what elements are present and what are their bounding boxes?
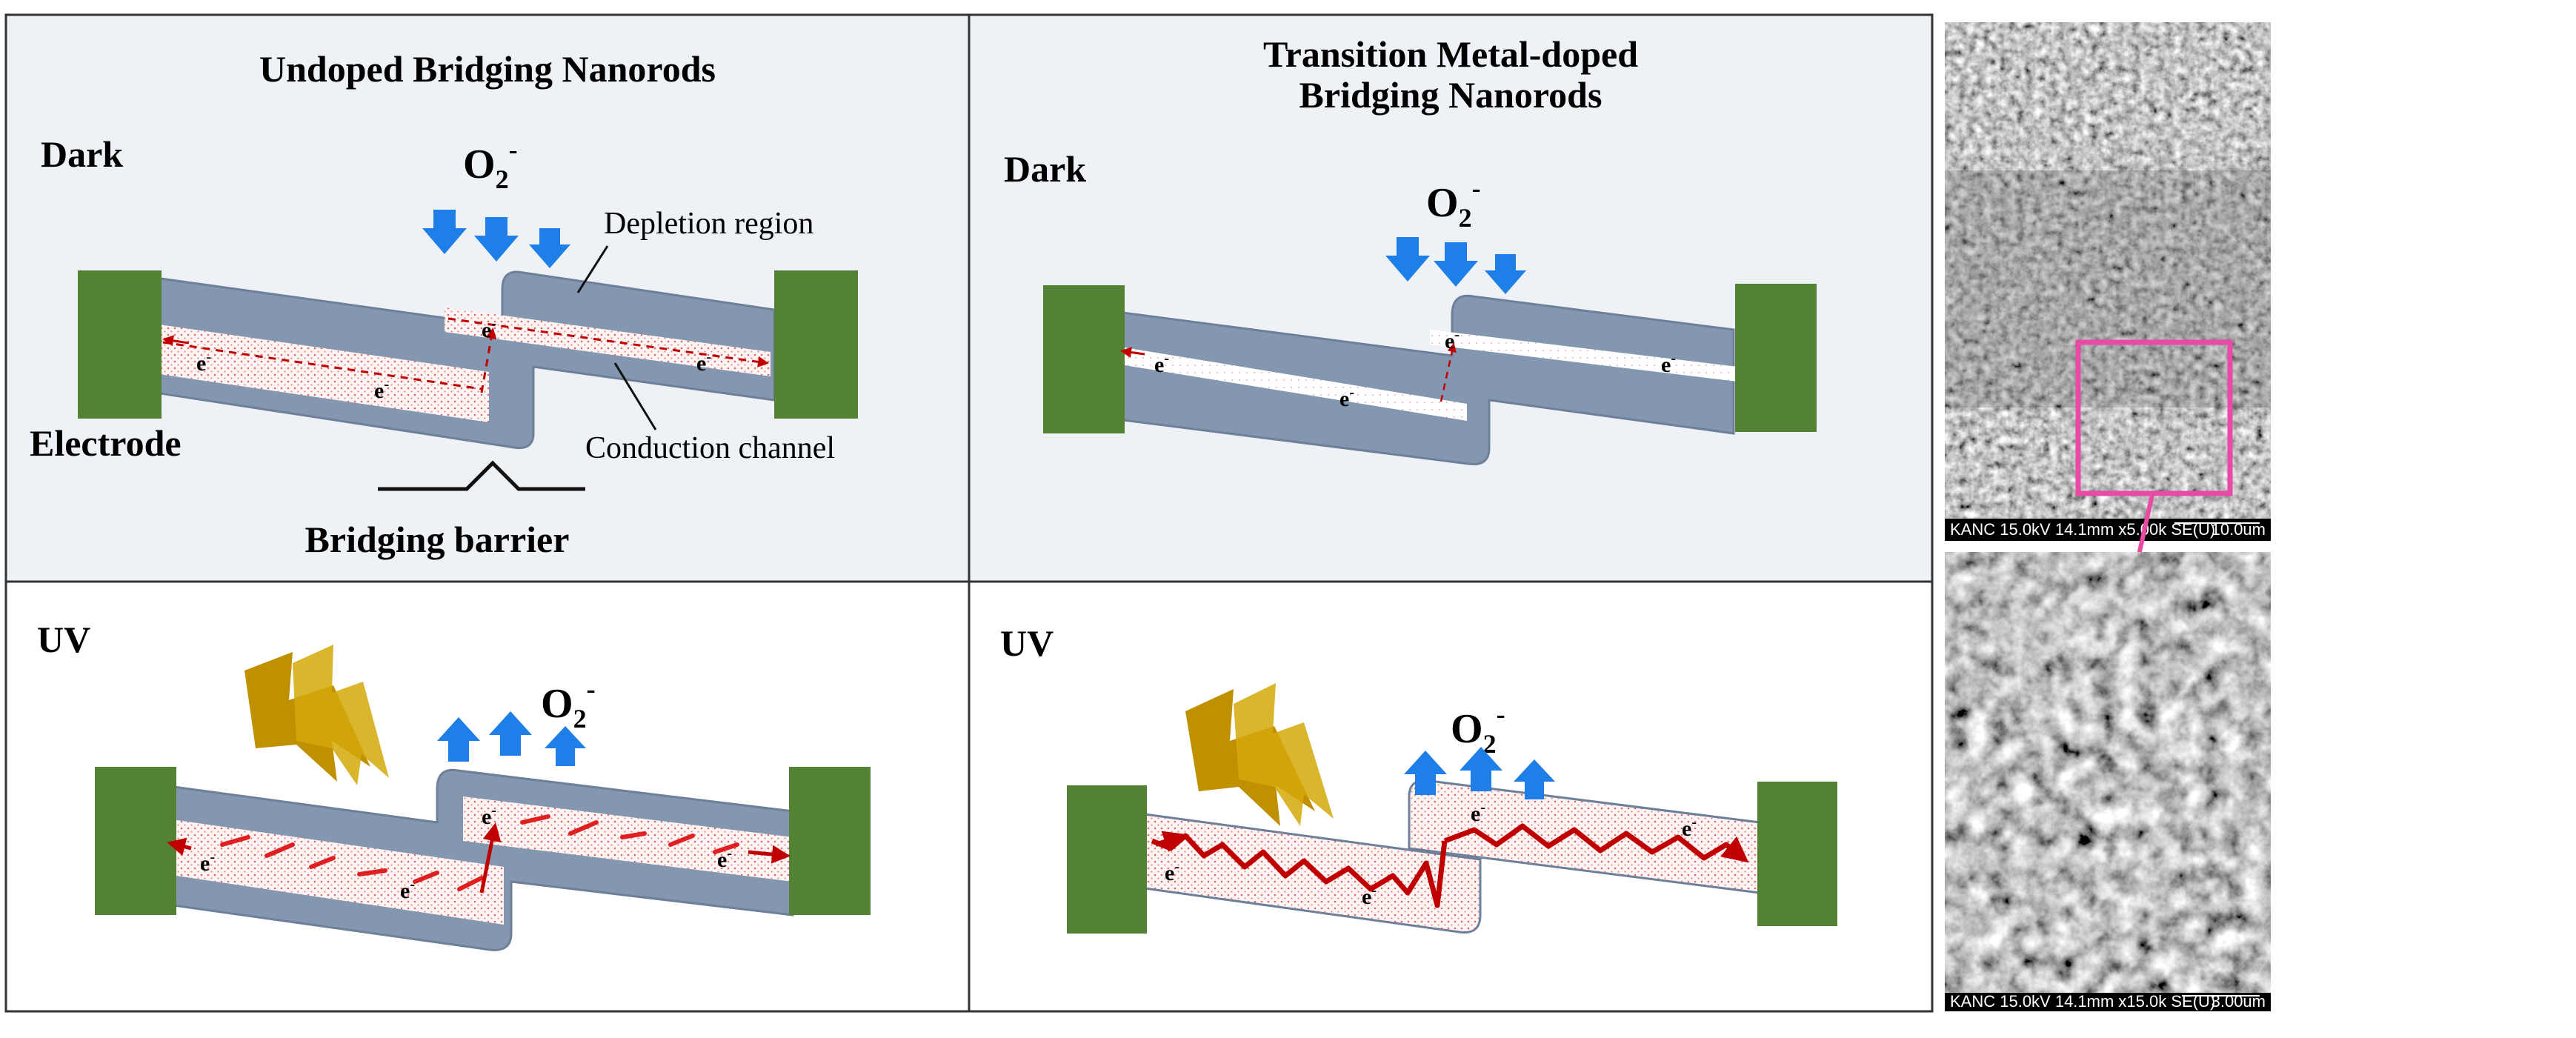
- uv-label-right: UV: [1000, 622, 1054, 664]
- oxygen-label: O2-: [1426, 173, 1481, 233]
- lightning-icon: [293, 645, 389, 785]
- electron-label: e-: [1362, 882, 1377, 909]
- electrode-right: [789, 767, 871, 915]
- dark-label-left: Dark: [41, 133, 123, 175]
- oxygen-label: O2-: [463, 135, 518, 194]
- oxygen-down-arrow: [1485, 254, 1526, 294]
- electron-label: e-: [374, 376, 389, 403]
- electron-path: [220, 814, 739, 891]
- leader-line: [576, 245, 609, 293]
- doped-dark-device: e- e- e- e- O2-: [1043, 173, 1817, 466]
- doped-uv-device: e- e- e- e- O2-: [1067, 683, 1837, 934]
- oxygen-down-arrow: [422, 210, 467, 254]
- electron-label: e-: [1154, 350, 1169, 377]
- electron-label: e-: [1661, 350, 1676, 377]
- sem-image-bottom: KANC 15.0kV 14.1mm x15.0k SE(U) 3.00um: [1945, 552, 2271, 1011]
- electrode-label: Electrode: [30, 422, 182, 464]
- electrode-left: [1043, 285, 1125, 433]
- electrode-left: [1067, 785, 1147, 934]
- oxygen-down-arrow: [1385, 237, 1430, 282]
- sem-bottom-scale: 3.00um: [2211, 992, 2266, 1011]
- oxygen-label: O2-: [1451, 699, 1505, 759]
- electron-path: [1440, 342, 1457, 402]
- lightning-icon: [1234, 683, 1334, 826]
- oxygen-down-arrow: [529, 228, 570, 268]
- oxygen-up-arrow: [545, 726, 586, 766]
- electron-label: e-: [1445, 327, 1460, 353]
- electron-arrow: [1120, 347, 1145, 359]
- electrode-right: [1757, 782, 1837, 926]
- sem-top-info: KANC 15.0kV 14.1mm x5.00k SE(U): [1950, 520, 2215, 539]
- electron-path: [162, 341, 482, 390]
- electrode-left: [78, 270, 162, 419]
- electron-label: e-: [1682, 814, 1697, 841]
- electron-path: [1151, 833, 1448, 908]
- oxygen-down-arrow: [1434, 242, 1478, 287]
- electron-label: e-: [1339, 385, 1354, 411]
- electron-arrow: [748, 845, 791, 864]
- undoped-title: Undoped Bridging Nanorods: [259, 48, 716, 90]
- electrode-right: [774, 270, 858, 419]
- electron-label: e-: [200, 849, 215, 876]
- zoom-highlight-box: [2075, 339, 2233, 496]
- dark-label-right: Dark: [1004, 148, 1086, 190]
- electron-arrow: [167, 837, 192, 856]
- electron-arrow: [1155, 831, 1186, 852]
- electron-path: [480, 327, 497, 393]
- electron-label: e-: [196, 349, 211, 376]
- electron-label: e-: [717, 845, 732, 872]
- electrode-right: [1735, 284, 1817, 432]
- electron-path: [1443, 823, 1749, 863]
- electron-label: e-: [482, 802, 496, 829]
- electron-label: e-: [1471, 799, 1485, 826]
- oxygen-down-arrow: [474, 217, 519, 262]
- conduction-channel: [167, 819, 504, 925]
- undoped-uv-device: e- e- e- e- O2-: [95, 645, 871, 951]
- conduction-channel: [1430, 330, 1737, 382]
- bridging-barrier-symbol: [378, 460, 585, 491]
- undoped-dark-device: e- e- e- e- O2- Depletion region Conduct…: [30, 135, 858, 560]
- uv-label-left: UV: [37, 619, 90, 660]
- conduction-channel: [1120, 347, 1467, 421]
- sem-bottom-info: KANC 15.0kV 14.1mm x15.0k SE(U): [1950, 992, 2215, 1011]
- oxygen-up-arrow: [489, 711, 532, 756]
- electron-label: e-: [696, 349, 711, 376]
- leader-line: [613, 362, 657, 430]
- bridging-barrier-label: Bridging barrier: [305, 519, 570, 560]
- oxygen-up-arrow: [1514, 759, 1555, 799]
- oxygen-label: O2-: [541, 674, 596, 733]
- oxygen-up-arrow: [1460, 747, 1502, 791]
- doped-title-line2: Bridging Nanorods: [1299, 74, 1602, 116]
- electrode-left: [95, 767, 176, 915]
- nanorod-shell: [1110, 294, 1735, 466]
- electron-arrow: [162, 335, 190, 347]
- doped-title-line1: Transition Metal-doped: [1263, 33, 1638, 75]
- conduction-channel: [159, 325, 489, 422]
- sem-image-top: KANC 15.0kV 14.1mm x5.00k SE(U) 10.0um: [1945, 22, 2271, 541]
- electron-label: e-: [1165, 859, 1179, 885]
- oxygen-up-arrow: [1404, 751, 1447, 795]
- oxygen-up-arrow: [437, 717, 480, 762]
- conduction-channel-label: Conduction channel: [585, 431, 835, 465]
- electron-path: [447, 317, 769, 367]
- electron-label: e-: [400, 876, 415, 903]
- depletion-region-label: Depletion region: [604, 207, 813, 241]
- electron-arrow: [479, 822, 502, 894]
- electron-label: e-: [482, 316, 496, 342]
